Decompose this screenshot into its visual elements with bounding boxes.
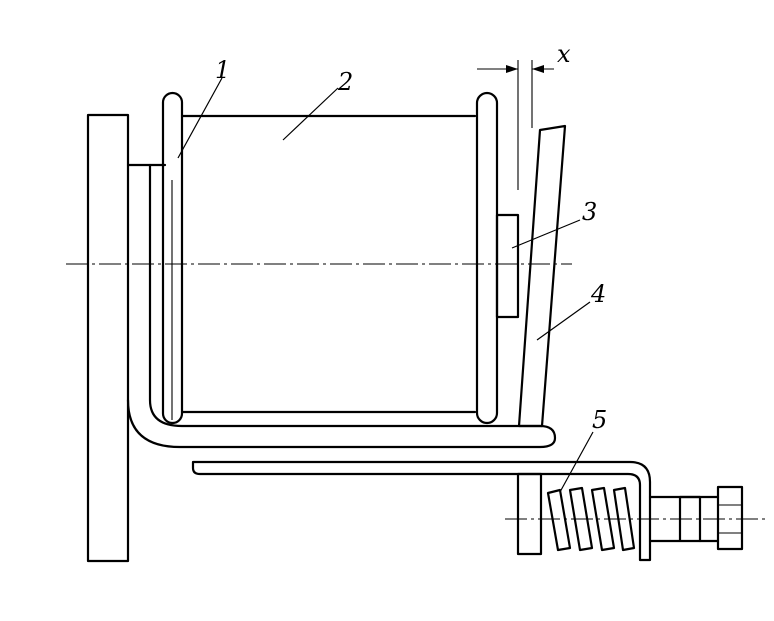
- coil-left-flange: [161, 91, 184, 425]
- return-bracket: [191, 460, 652, 562]
- adjust-nut: [716, 485, 744, 551]
- gap-dimension: [477, 60, 554, 190]
- spring: [546, 486, 636, 552]
- label-part-2: 2: [337, 68, 353, 96]
- screw-shank: [678, 495, 702, 543]
- armature: [517, 124, 567, 428]
- yoke: [126, 163, 557, 449]
- coil-right-flange: [475, 91, 499, 425]
- label-part-1: 1: [215, 56, 230, 84]
- nut-facets: [718, 504, 742, 534]
- leader-5: [559, 431, 594, 493]
- coil-body: [180, 114, 477, 414]
- label-gap-x: x: [557, 40, 571, 68]
- label-part-3: 3: [582, 198, 597, 226]
- armature-stop-plate: [516, 472, 543, 556]
- pole-piece: [495, 213, 520, 319]
- label-part-4: 4: [590, 280, 606, 308]
- leader-2: [282, 87, 339, 141]
- base-plate: [86, 113, 130, 563]
- leader-1: [177, 77, 223, 159]
- label-part-5: 5: [592, 406, 607, 434]
- leader-3: [511, 219, 581, 249]
- leader-4: [536, 301, 591, 341]
